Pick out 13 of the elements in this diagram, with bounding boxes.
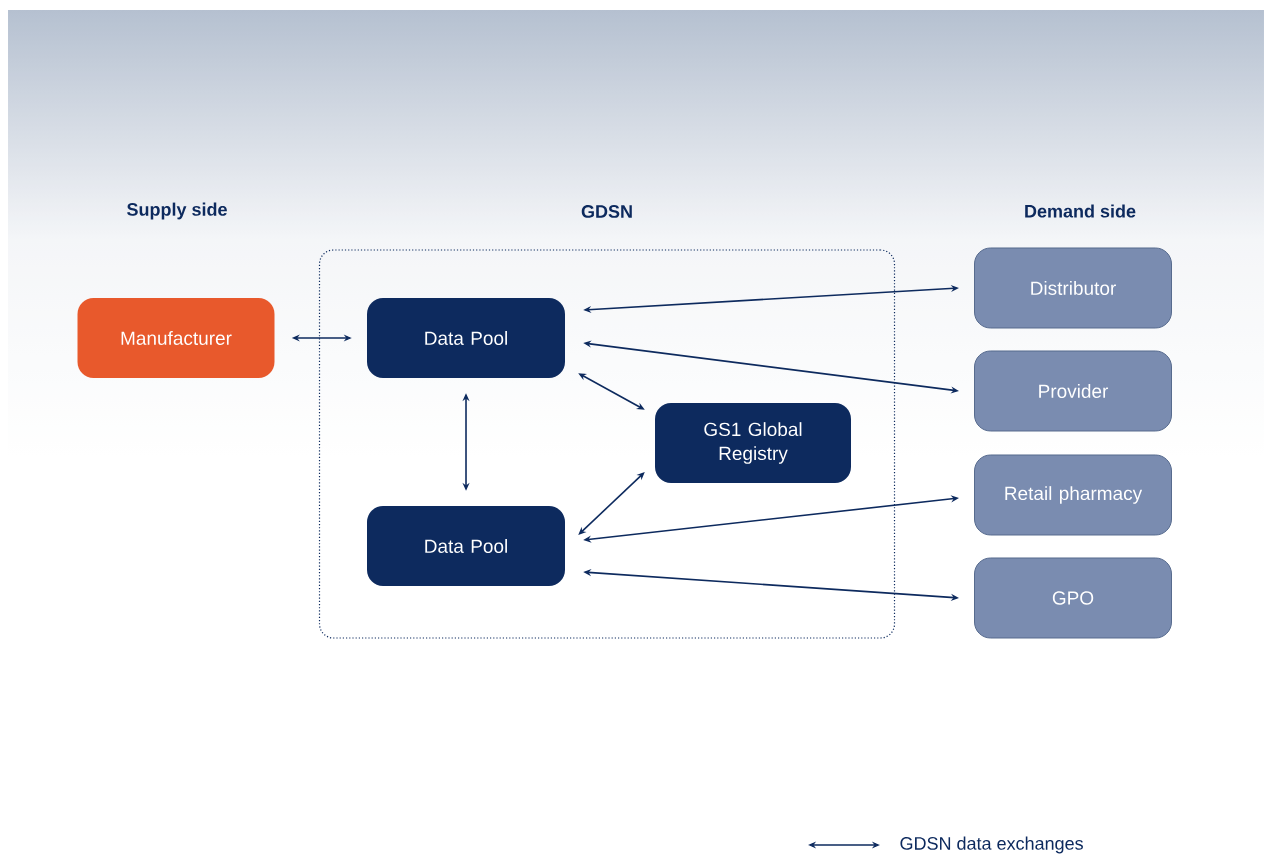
demand-box: Retail pharmacy — [974, 454, 1172, 536]
node-label: GDSN — [581, 205, 632, 218]
column-heading: Demand side — [1025, 204, 1136, 218]
manufacturer-box: Manufacturer — [77, 298, 275, 378]
double-arrow — [578, 472, 645, 535]
demand-box: Provider — [974, 350, 1172, 432]
data-pool-box: Data Pool — [367, 298, 565, 378]
legend-text: GDSN data exchanges — [900, 836, 1083, 854]
registry-box: GS1 Global Registry — [655, 403, 851, 483]
demand-box: Distributor — [974, 247, 1172, 329]
demand-box: GPO — [974, 557, 1172, 639]
column-heading: Supply side — [127, 202, 227, 220]
data-pool-box: Data Pool — [367, 506, 565, 586]
